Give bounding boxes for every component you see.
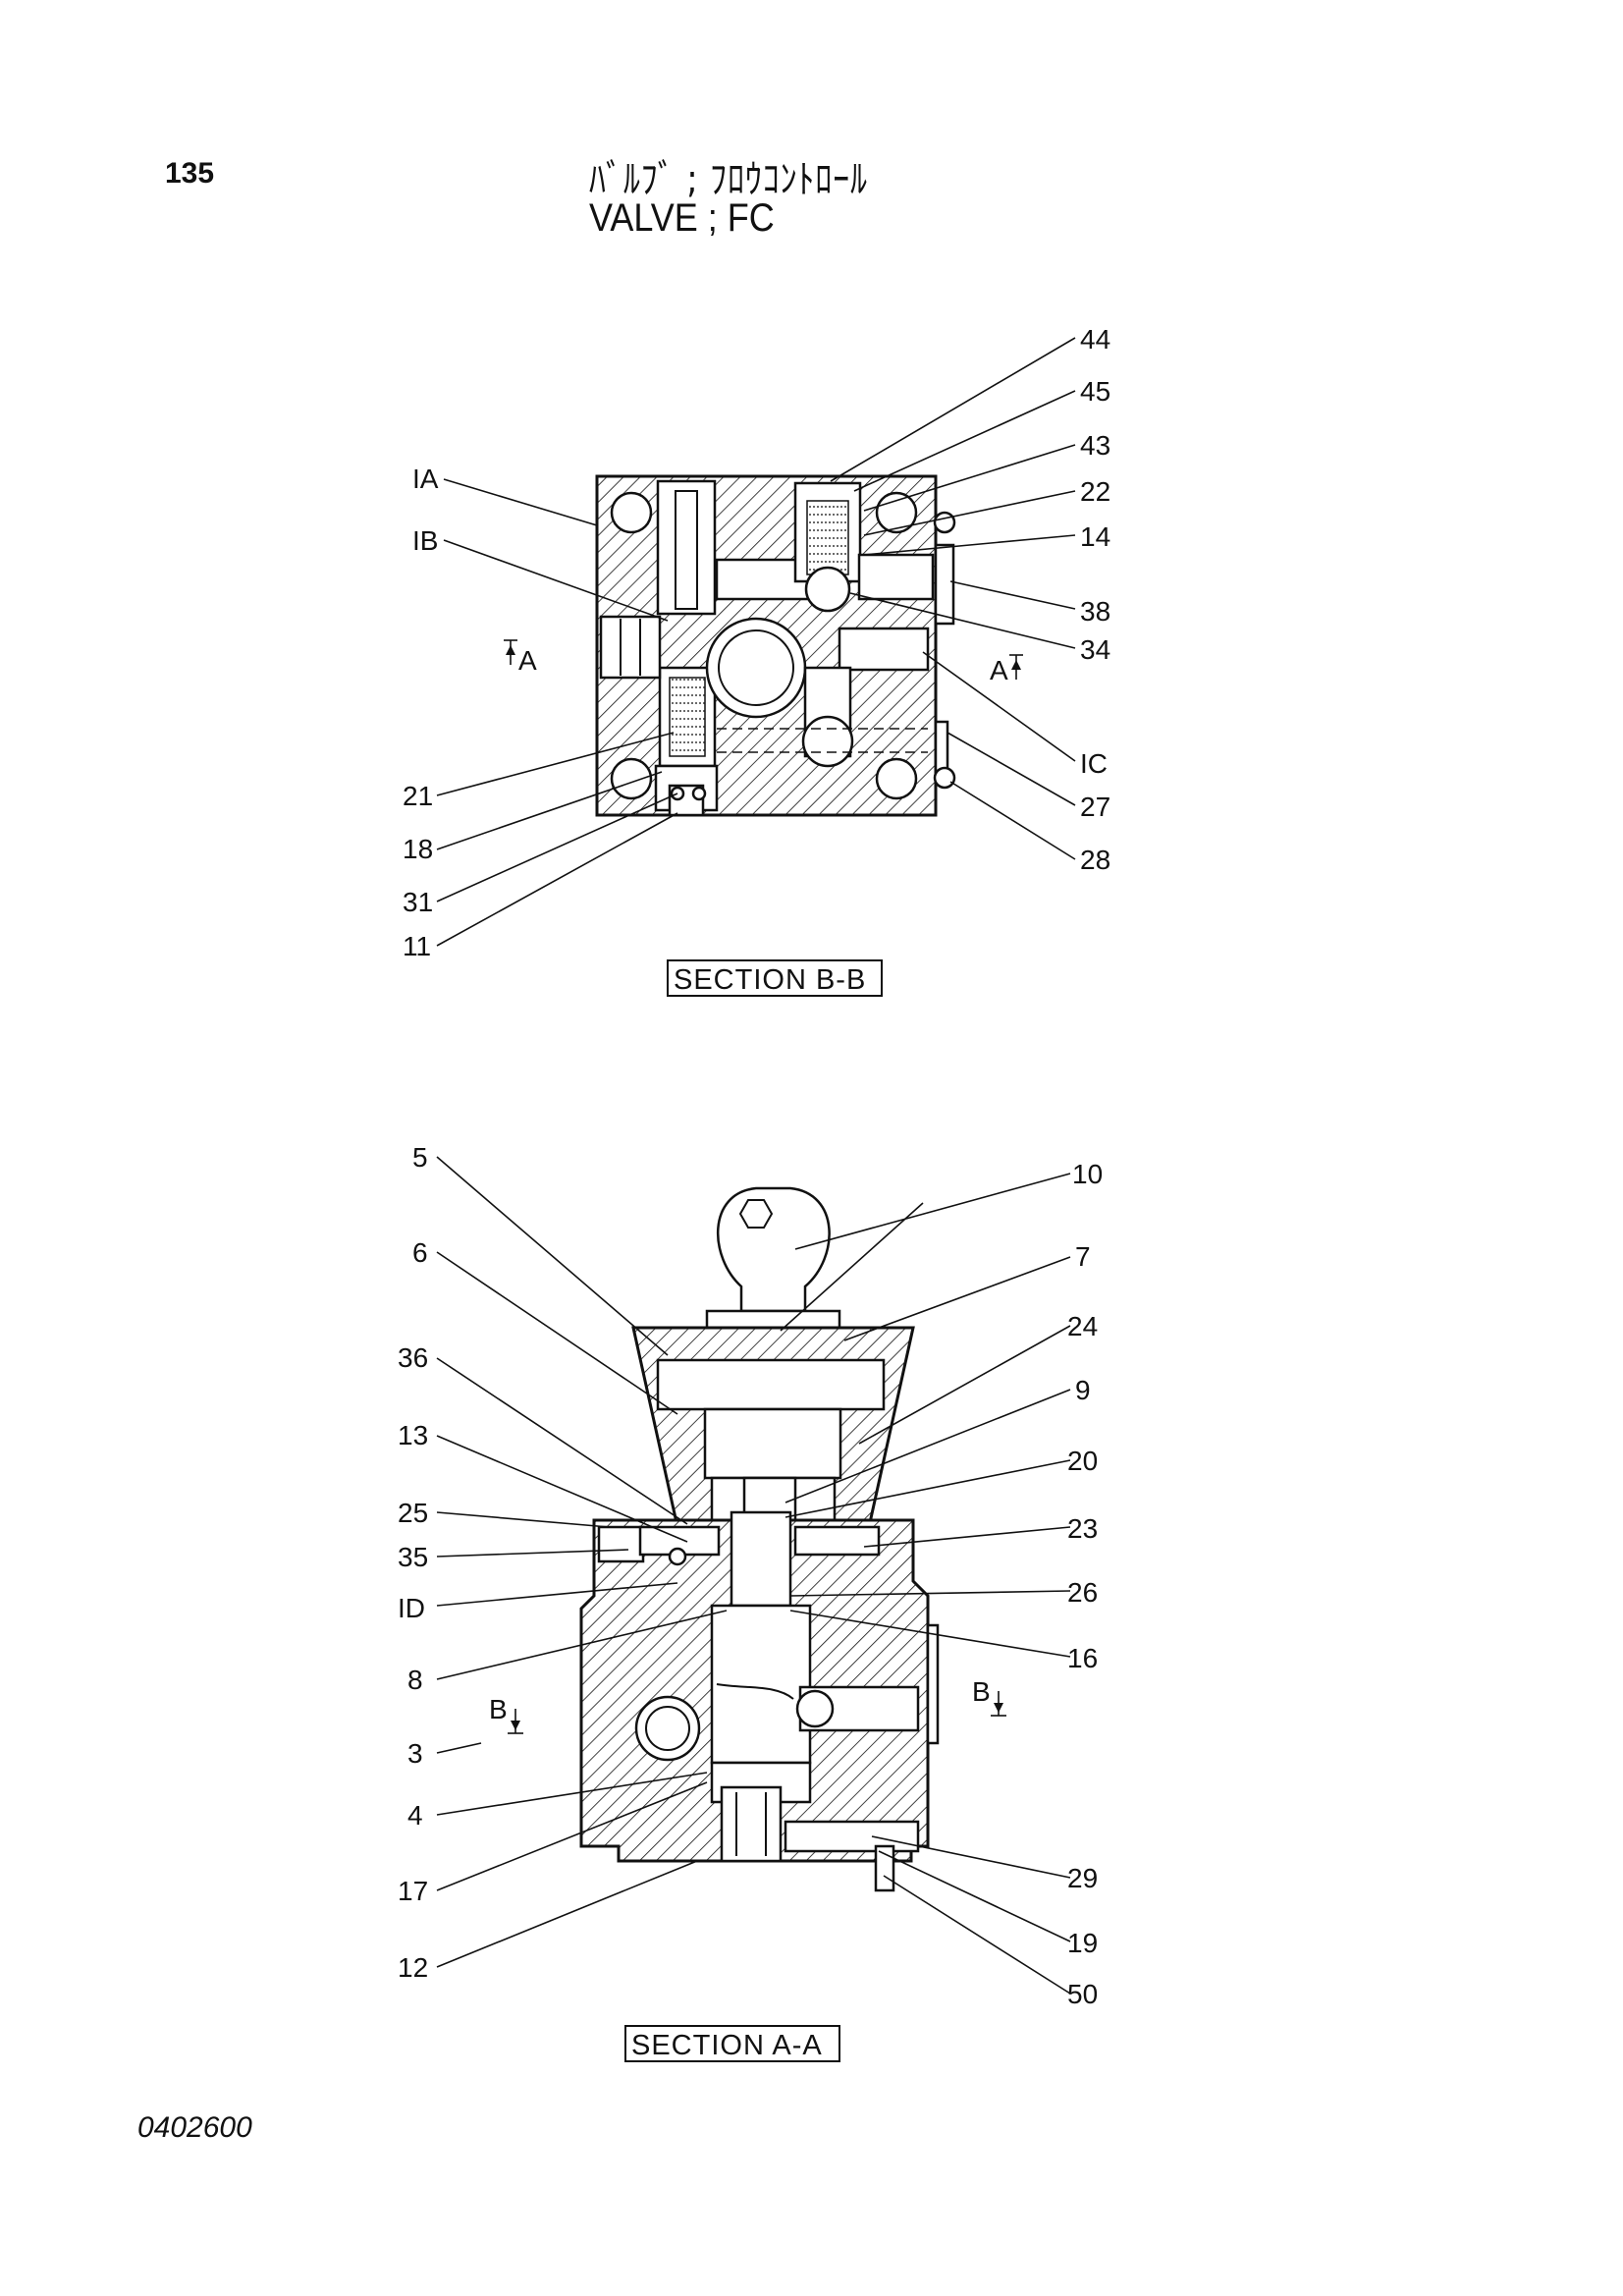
callout-6: 6: [412, 1237, 428, 1268]
bolt-hole: [610, 491, 653, 534]
section-b-b-caption: SECTION B-B: [674, 964, 866, 996]
callout-21: 21: [403, 781, 433, 811]
callout-9: 9: [1075, 1375, 1091, 1405]
callout-13: 13: [398, 1420, 428, 1450]
spool: [710, 1604, 812, 1765]
cut-marker-b-left-label: B: [489, 1694, 508, 1724]
check-ball: [795, 1689, 835, 1728]
section-b-b-callouts: IA IB 21 18 31 11 44 45 43 22 14 38 34 I…: [403, 324, 1110, 961]
callout-14: 14: [1080, 521, 1110, 552]
callout-17: 17: [398, 1876, 428, 1906]
callout-11: 11: [403, 931, 431, 961]
callout-43: 43: [1080, 430, 1110, 461]
callout-31: 31: [403, 887, 433, 917]
bolt-hole: [875, 757, 918, 800]
callout-4: 4: [407, 1800, 423, 1831]
bolt-hole: [875, 491, 918, 534]
cut-marker-b-left: B: [489, 1694, 523, 1734]
section-a-a-callouts: 5 6 36 13 25 35 ID 8 3 4 17 12 10 7 24 9…: [398, 1142, 1103, 2009]
center-bore: [705, 617, 807, 719]
page-number: 135: [165, 157, 215, 190]
cut-marker-a-left-label: A: [518, 645, 537, 676]
callout-8: 8: [407, 1665, 423, 1695]
callout-24: 24: [1067, 1311, 1098, 1341]
callout-25: 25: [398, 1498, 428, 1528]
section-a-a-caption: SECTION A-A: [631, 2030, 823, 2061]
title-english: VALVE ; FC: [589, 196, 775, 240]
callout-3: 3: [407, 1738, 423, 1769]
upper-left-bore: [656, 479, 717, 616]
callout-5: 5: [412, 1142, 428, 1173]
callout-12: 12: [398, 1952, 428, 1983]
check-ball: [804, 566, 851, 613]
knob: [716, 1186, 831, 1313]
callout-26: 26: [1067, 1577, 1098, 1608]
cut-marker-b-right-label: B: [972, 1676, 991, 1707]
callout-10: 10: [1072, 1159, 1103, 1189]
callout-ib: IB: [412, 525, 438, 556]
callout-7: 7: [1075, 1241, 1091, 1272]
callout-ia: IA: [412, 464, 439, 494]
callout-19: 19: [1067, 1928, 1098, 1958]
document-code: 0402600: [137, 2111, 252, 2144]
callout-27: 27: [1080, 792, 1110, 822]
cut-marker-b-right: B: [972, 1676, 1006, 1717]
callout-29: 29: [1067, 1863, 1098, 1893]
callout-20: 20: [1067, 1446, 1098, 1476]
callout-34: 34: [1080, 634, 1110, 665]
callout-18: 18: [403, 834, 433, 864]
callout-45: 45: [1080, 376, 1110, 407]
stem: [730, 1510, 792, 1608]
callout-28: 28: [1080, 845, 1110, 875]
callout-16: 16: [1067, 1643, 1098, 1673]
side-plug: [599, 615, 662, 680]
bolt-hole: [610, 757, 653, 800]
title-japanese: ﾊﾞﾙﾌﾞ ; ﾌﾛｳｺﾝﾄﾛｰﾙ: [589, 157, 868, 202]
cut-marker-a-right: A: [990, 654, 1023, 685]
callout-23: 23: [1067, 1513, 1098, 1544]
callout-22: 22: [1080, 476, 1110, 507]
callout-44: 44: [1080, 324, 1110, 355]
section-b-b-caption-box: SECTION B-B: [667, 959, 883, 997]
section-a-a-caption-box: SECTION A-A: [624, 2025, 840, 2062]
section-b-b-drawing: [595, 474, 956, 817]
check-ball: [801, 715, 854, 768]
callout-35: 35: [398, 1542, 428, 1572]
section-a-a-drawing: [579, 1186, 940, 1892]
callout-36: 36: [398, 1342, 428, 1373]
cut-marker-a-left: A: [504, 639, 537, 676]
callout-38: 38: [1080, 596, 1110, 627]
callout-50: 50: [1067, 1979, 1098, 2009]
cut-marker-a-right-label: A: [990, 655, 1008, 685]
callout-id: ID: [398, 1593, 425, 1623]
callout-ic: IC: [1080, 748, 1108, 779]
